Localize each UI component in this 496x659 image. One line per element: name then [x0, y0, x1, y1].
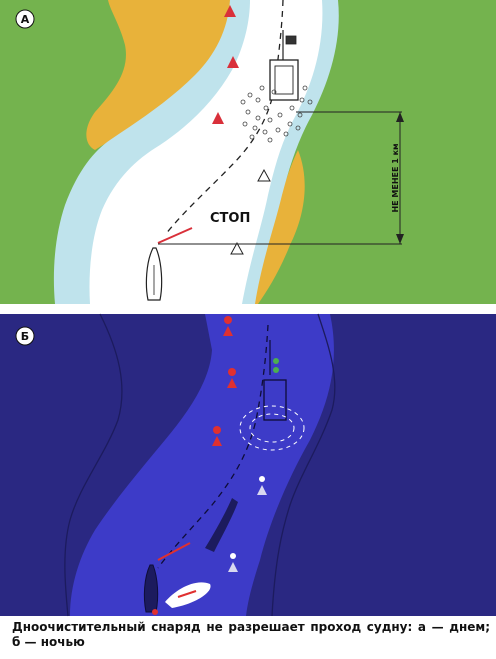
- panel-divider: [0, 304, 496, 314]
- navigable-channel: [89, 0, 323, 304]
- panel-a-day: СТОП НЕ МЕНЕЕ 1 км А: [0, 0, 496, 304]
- vessel-icon: [145, 247, 163, 301]
- night-spoil-area: [239, 405, 305, 451]
- red-buoy-light-1: [223, 316, 233, 336]
- searchlight-signal: [177, 590, 197, 598]
- panel-a-label: А: [21, 13, 30, 26]
- dim-arrow-bottom: [396, 234, 404, 244]
- channel-axis-line: [164, 0, 284, 236]
- dredger-icon: [269, 30, 299, 101]
- dim-arrow-top: [396, 112, 404, 122]
- left-sand-bank: [86, 0, 231, 150]
- night-water: [70, 314, 334, 616]
- figure-caption: Дноочистительный снаряд не разрешает про…: [12, 620, 490, 649]
- triangle-red-buoy-icon: [227, 56, 239, 68]
- red-buoy-light-3: [212, 426, 222, 446]
- triangle-white-buoy-icon: [257, 168, 271, 182]
- right-shore-contour: [271, 313, 336, 617]
- triangle-white-buoy-icon: [230, 241, 244, 255]
- dredging-spoil-area: [240, 85, 313, 143]
- triangle-red-buoy-icon: [212, 112, 224, 124]
- night-channel-axis: [157, 324, 269, 569]
- warning-signal-icon: [273, 367, 279, 373]
- warning-signal-icon: [273, 358, 279, 364]
- panel-b-badge: [15, 326, 35, 346]
- white-buoy-light-1: [257, 476, 267, 495]
- panel-b-night: Б: [0, 313, 496, 617]
- red-buoy-light-2: [227, 368, 237, 388]
- distance-label: НЕ МЕНЕЕ 1 км: [391, 143, 400, 212]
- night-dredger-icon: [263, 340, 287, 421]
- panel-a-badge: [15, 9, 35, 29]
- panel-b-label: Б: [21, 330, 29, 343]
- stop-label: СТОП: [210, 211, 250, 226]
- stop-line: [157, 227, 193, 244]
- triangle-red-buoy-icon: [224, 5, 236, 17]
- night-vessel-icon: [143, 564, 159, 615]
- approaching-vessel: [205, 498, 238, 552]
- night-stop-line: [157, 542, 191, 561]
- left-shore-contour: [64, 313, 123, 617]
- searchlight-beam: [165, 582, 211, 608]
- white-buoy-light-2: [228, 553, 238, 572]
